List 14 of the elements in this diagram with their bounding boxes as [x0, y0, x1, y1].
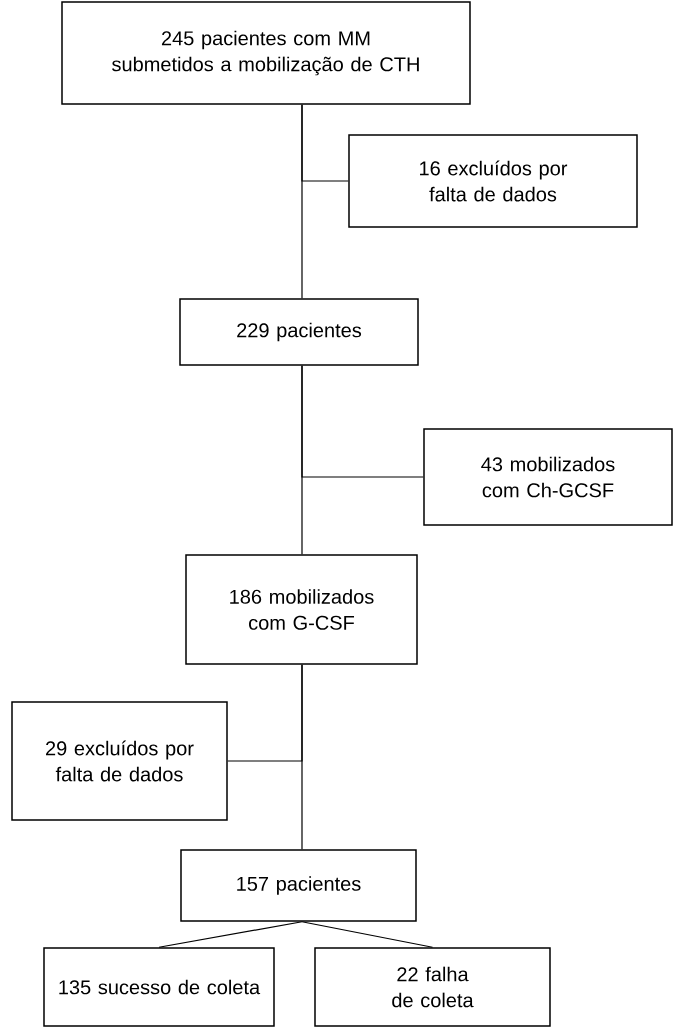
process-box: 16 excluídos por falta de dados — [348, 134, 638, 228]
connector-line — [227, 664, 303, 762]
process-box: 22 falha de coleta — [314, 947, 551, 1027]
process-box: 157 pacientes — [180, 849, 417, 922]
process-box: 186 mobilizados com G-CSF — [185, 554, 418, 665]
process-box: 245 pacientes com MM submetidos a mobilização de CTH — [61, 1, 471, 105]
process-box: 135 sucesso de coleta — [43, 947, 275, 1027]
connector-line — [301, 365, 424, 478]
connector-line — [301, 921, 434, 948]
connector-line — [158, 921, 303, 948]
process-box: 29 excluídos por falta de dados — [11, 701, 228, 821]
connector-line — [301, 104, 349, 182]
process-box: 43 mobilizados com Ch-GCSF — [423, 428, 673, 526]
process-box: 229 pacientes — [179, 298, 419, 366]
